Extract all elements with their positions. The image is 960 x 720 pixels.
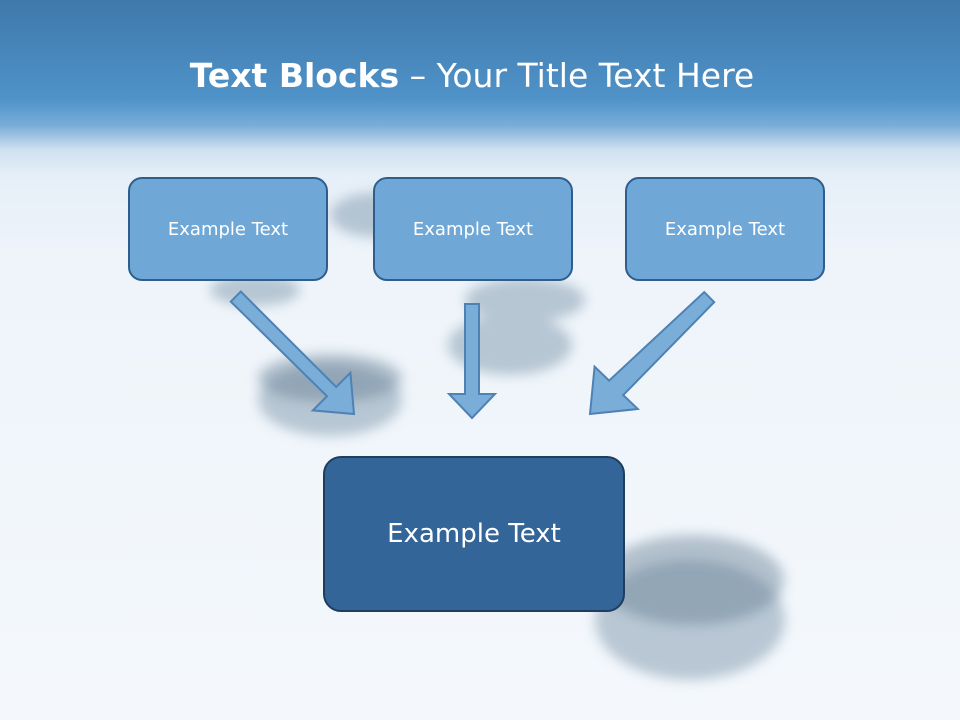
arrow-middle-to-bottom: [446, 303, 498, 420]
text-block-middle-label: Example Text: [412, 218, 534, 240]
text-block-left[interactable]: Example Text: [128, 177, 328, 281]
text-block-right[interactable]: Example Text: [625, 177, 825, 281]
text-block-bottom-label: Example Text: [387, 519, 561, 549]
title-bold-text: Text Blocks: [189, 56, 400, 95]
text-block-right-label: Example Text: [664, 218, 786, 240]
arrow-right-to-bottom: [588, 290, 716, 416]
text-block-middle[interactable]: Example Text: [373, 177, 573, 281]
page-title: Text Blocks – Your Title Text Here: [0, 52, 944, 100]
title-rest-text: – Your Title Text Here: [399, 56, 755, 95]
text-block-bottom[interactable]: Example Text: [323, 456, 625, 612]
text-block-left-label: Example Text: [167, 218, 289, 240]
arrow-left-to-bottom: [229, 290, 356, 416]
